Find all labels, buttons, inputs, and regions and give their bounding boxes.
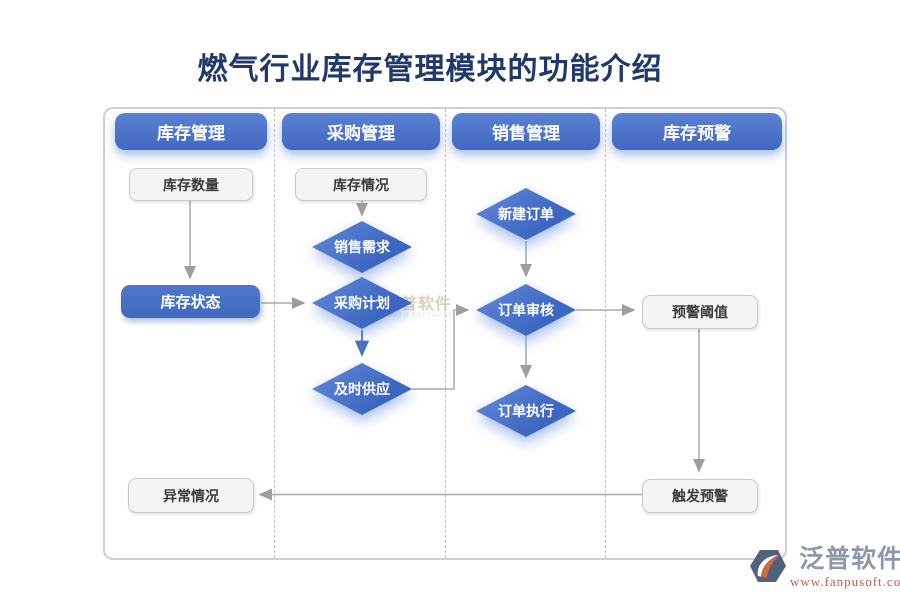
node-label: 异常情况 — [163, 487, 219, 504]
node-label: 及时供应 — [334, 381, 390, 397]
node-sales-demand: 销售需求 — [312, 221, 412, 273]
diamond-shape: 订单执行 — [476, 385, 576, 437]
node-label: 预警阈值 — [672, 306, 728, 321]
node-alert-threshold: 预警阈值 — [642, 295, 758, 329]
node-label: 订单执行 — [498, 403, 554, 419]
node-label: 新建订单 — [498, 206, 554, 222]
flow-arrows — [184, 200, 705, 501]
watermark-subtext: FANPU SOFTWARE — [384, 313, 454, 319]
brand-name: 泛普软件 — [799, 545, 900, 573]
node-label: 触发预警 — [672, 490, 728, 505]
fanpu-logo-icon — [750, 550, 786, 582]
lane-divider — [605, 109, 606, 558]
lane-header-sales: 销售管理 — [452, 113, 600, 150]
node-timely-supply: 及时供应 — [312, 363, 412, 415]
node-inventory-status: 库存状态 — [121, 285, 260, 318]
node-label: 订单审核 — [498, 302, 554, 318]
lane-header-label: 库存管理 — [157, 124, 225, 143]
diamond-shape: 及时供应 — [312, 363, 412, 415]
lane-divider — [445, 109, 446, 558]
diamond-shape: 销售需求 — [312, 221, 412, 273]
node-label: 库存数量 — [163, 176, 219, 193]
brand-url: www.fanpusoft.com — [790, 573, 900, 589]
diamond-shape: 新建订单 — [476, 188, 576, 240]
lane-header-alert: 库存预警 — [612, 113, 782, 150]
node-abnormal-case: 异常情况 — [128, 478, 254, 513]
lane-header-purchase: 采购管理 — [282, 113, 440, 150]
node-order-exec: 订单执行 — [476, 385, 576, 437]
node-inventory-qty: 库存数量 — [129, 168, 253, 201]
node-new-order: 新建订单 — [476, 188, 576, 240]
node-label: 库存情况 — [333, 176, 389, 193]
lane-header-label: 库存预警 — [663, 124, 731, 143]
node-label: 采购计划 — [334, 295, 390, 311]
node-label: 库存状态 — [160, 294, 221, 311]
lane-header-label: 采购管理 — [327, 124, 395, 143]
node-trigger-alert: 触发预警 — [642, 479, 758, 513]
diamond-shape: 采购计划 — [312, 277, 412, 329]
lane-header-inventory: 库存管理 — [115, 113, 267, 150]
flowchart-frame: 泛普软件 FANPU SOFTWARE 库存管理 采购管理 销售管理 库存预警 … — [103, 107, 787, 560]
diamond-shape: 订单审核 — [476, 284, 576, 336]
page-title: 燃气行业库存管理模块的功能介绍 — [197, 53, 663, 86]
node-order-review: 订单审核 — [476, 284, 576, 336]
node-purchase-plan: 采购计划 — [312, 277, 412, 329]
lane-header-label: 销售管理 — [492, 124, 560, 143]
node-label: 销售需求 — [334, 239, 390, 255]
node-inventory-situation: 库存情况 — [295, 168, 427, 201]
lane-divider — [274, 109, 275, 558]
brand-logo: 泛普软件 www.fanpusoft.com — [748, 545, 900, 590]
